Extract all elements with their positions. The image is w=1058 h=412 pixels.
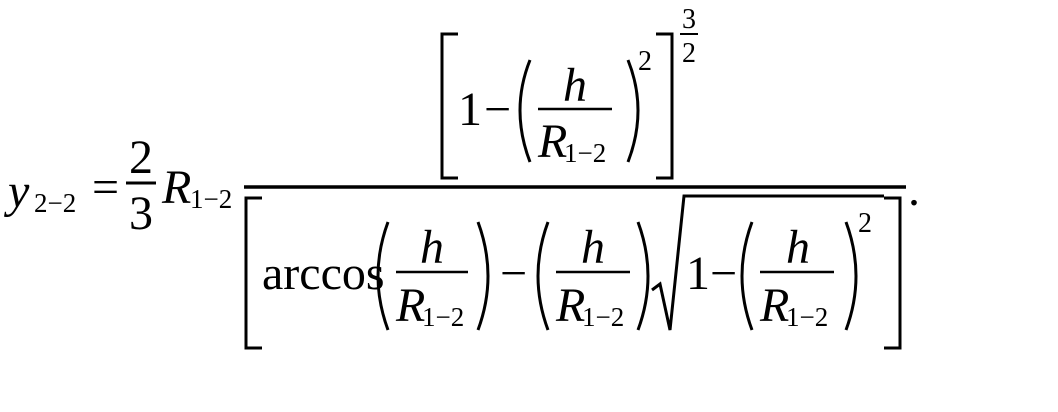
lhs-var: y: [8, 165, 30, 218]
den3-h: h: [786, 221, 810, 274]
num-square-exp: 2: [638, 46, 652, 77]
den-right-bracket: [884, 196, 902, 350]
den1-R: R: [396, 279, 426, 332]
den2-R: R: [556, 279, 586, 332]
num-one: 1: [458, 83, 482, 136]
rad-minus: −: [710, 247, 738, 300]
den1-left-paren: [376, 221, 390, 331]
arccos-label: arccos: [262, 247, 385, 300]
outer-exp-denominator: 2: [682, 38, 696, 69]
num-right-paren: [626, 59, 640, 163]
equals-sign: =: [92, 161, 120, 214]
R-sub: 1−2: [190, 184, 233, 214]
den3-R: R: [760, 279, 790, 332]
den3-R-sub: 1−2: [786, 302, 829, 332]
outer-exp-numerator: 3: [682, 4, 696, 35]
den2-right-paren: [636, 221, 650, 331]
rad-square-exp: 2: [858, 208, 872, 239]
den-minus-1: −: [500, 247, 528, 300]
trailing-period: .: [908, 163, 920, 216]
den1-right-paren: [476, 221, 490, 331]
den3-left-paren: [740, 221, 754, 331]
lhs-sub: 2−2: [34, 188, 77, 218]
den1-h: h: [420, 221, 444, 274]
den2-left-paren: [536, 221, 550, 331]
num-R: R: [538, 115, 568, 168]
num-minus: −: [484, 83, 512, 136]
den-left-bracket: [244, 196, 262, 350]
den1-R-sub: 1−2: [422, 302, 465, 332]
num-R-sub: 1−2: [564, 138, 607, 168]
den2-R-sub: 1−2: [582, 302, 625, 332]
den2-h: h: [581, 221, 605, 274]
radical-sign: [651, 194, 884, 331]
coef-denominator: 3: [129, 187, 153, 240]
rad-one: 1: [686, 247, 710, 300]
den3-right-paren: [844, 221, 858, 331]
R-var: R: [162, 161, 192, 214]
num-h: h: [563, 59, 587, 112]
num-left-paren: [518, 59, 532, 163]
coef-numerator: 2: [129, 131, 153, 184]
num-left-bracket: [440, 32, 458, 180]
num-right-bracket: [656, 32, 674, 180]
